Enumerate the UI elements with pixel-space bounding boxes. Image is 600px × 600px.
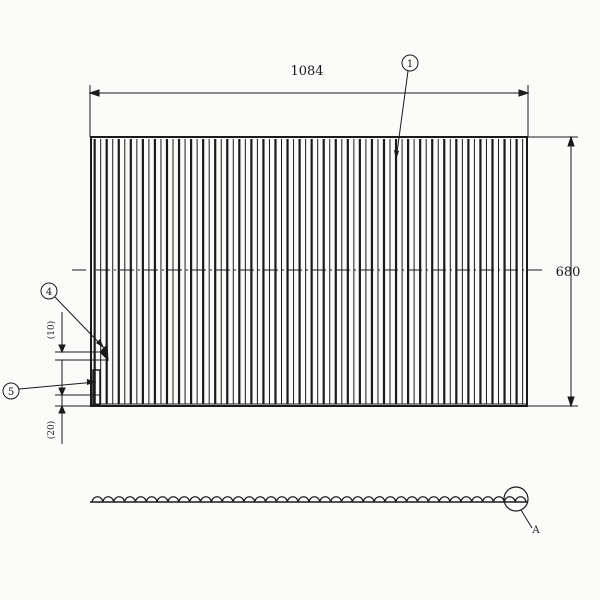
gap-top-arrow [58,344,66,354]
height-arrow-bottom [567,396,575,408]
width-arrow-left [88,89,100,97]
height-arrow-top [567,135,575,147]
panel-outline [90,136,528,407]
callout-5 [2,379,97,400]
part-5-end-piece [92,369,101,406]
callout-5-leader [18,381,97,390]
callout-1 [394,54,419,161]
gap-top-label: (10) [46,321,57,339]
callout-5-arrow [87,379,96,385]
width-dimension [88,85,530,137]
callout-1-leader [395,70,409,161]
callout-5-label: 5 [8,387,14,398]
callout-4-arrow [96,339,104,348]
gap-bottom-arrow-upper [58,387,66,397]
gap-bottom-arrow-lower [58,404,66,414]
height-label: 680 [556,265,581,280]
callout-5-circle [2,382,20,400]
callout-1-circle [401,54,419,72]
width-label: 1084 [290,64,323,79]
callout-1-label: 1 [407,59,413,70]
part-4-end-cap [99,343,109,362]
callout-4-label: 4 [46,287,52,298]
width-arrow-right [518,89,530,97]
callout-4-circle [40,282,58,300]
callout-4-leader [54,296,105,349]
detail-a-label: A [531,525,540,536]
detail-a-leader [520,509,533,529]
cross-section-profile [90,496,528,503]
slat-panel [90,136,528,407]
height-dimension [528,135,578,408]
detail-a-callout [503,486,533,529]
detail-a-circle [503,486,529,512]
callout-1-arrow [394,150,399,160]
slats-group [91,139,527,405]
edge-gap-dimensions [55,312,109,444]
gap-bottom-label: (20) [46,421,57,439]
profile-ridges [91,496,527,503]
callout-4 [40,282,105,349]
